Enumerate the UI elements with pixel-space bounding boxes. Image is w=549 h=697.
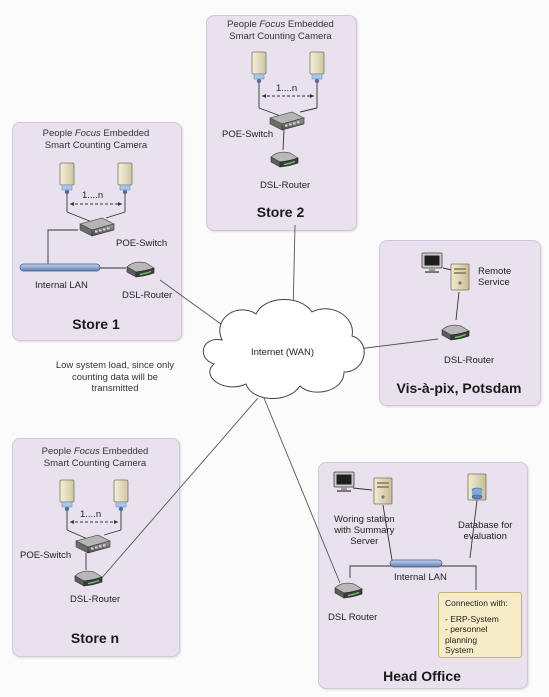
- store2-caption: People Focus Embedded Smart Counting Cam…: [206, 19, 355, 43]
- note-line: System: [445, 645, 474, 655]
- poe-switch-icon: [269, 111, 305, 131]
- caption-focus: Focus: [73, 446, 100, 457]
- label-text: Server: [350, 536, 379, 547]
- label-text: evaluation: [463, 531, 507, 542]
- vis-title: Vis-à-pix, Potsdam: [396, 380, 522, 396]
- store2-range-label: 1....n: [276, 83, 298, 94]
- camera-icon: [309, 51, 325, 84]
- link-store1-internet: [159, 279, 233, 333]
- note-line: Connection with:: [445, 598, 508, 608]
- note-line: Low system load, since only: [55, 360, 175, 371]
- system-load-note: Low system load, since only counting dat…: [40, 360, 190, 395]
- caption-text: People: [227, 19, 260, 30]
- camera-icon: [113, 479, 129, 512]
- lan-bar-icon: [19, 263, 101, 272]
- label-text: Service: [478, 277, 510, 288]
- caption-focus: Focus: [259, 19, 286, 30]
- caption-focus: Focus: [74, 128, 101, 139]
- storen-switch-label: POE-Switch: [20, 550, 72, 561]
- store2-switch-label: POE-Switch: [222, 129, 274, 140]
- store2-devices: [251, 51, 325, 168]
- store1-caption: People Focus Embedded Smart Counting Cam…: [12, 128, 180, 152]
- storen-router-label: DSL-Router: [70, 594, 121, 605]
- note-line: - personnel planning: [445, 624, 488, 645]
- dsl-router-icon: [334, 582, 363, 599]
- monitor-icon: [333, 471, 355, 493]
- caption-text: Embedded: [99, 446, 149, 457]
- label-text: with Summary: [334, 525, 395, 536]
- note-line: - ERP-System: [445, 613, 499, 624]
- caption-text: Embedded: [285, 19, 334, 30]
- label-text: Woring station: [334, 514, 395, 525]
- caption-text: Smart Counting Camera: [229, 31, 332, 42]
- note-line: counting data will be: [71, 371, 159, 383]
- label-text: Database for: [458, 520, 513, 531]
- vis-devices: [421, 252, 470, 341]
- connection-note: Connection with: - ERP-System - personne…: [438, 592, 522, 658]
- label-text: Remote: [478, 266, 512, 277]
- server-icon: [450, 263, 470, 291]
- store2-title: Store 2: [256, 204, 305, 220]
- link-storen-internet: [99, 397, 259, 581]
- camera-icon: [251, 51, 267, 84]
- dsl-router-icon: [270, 151, 299, 168]
- vis-remote-label: Remote Service: [478, 266, 511, 288]
- vis-router-label: DSL-Router: [444, 355, 495, 366]
- dsl-router-icon: [126, 261, 155, 278]
- poe-switch-icon: [75, 534, 111, 554]
- head-router-label: DSL Router: [328, 612, 378, 623]
- caption-text: People: [41, 446, 74, 457]
- store2-router-label: DSL-Router: [260, 180, 311, 191]
- store1-range-label: 1....n: [82, 190, 104, 201]
- dsl-router-icon: [74, 570, 103, 587]
- database-icon: [467, 473, 487, 501]
- cloud-icon: [202, 299, 365, 399]
- storen-title: Store n: [70, 630, 120, 646]
- storen-range-label: 1....n: [80, 509, 102, 520]
- note-line: transmitted: [91, 383, 139, 394]
- server-icon: [373, 477, 393, 505]
- store1-title: Store 1: [72, 316, 120, 332]
- storen-devices: [59, 479, 129, 587]
- storen-caption: People Focus Embedded Smart Counting Cam…: [12, 446, 178, 470]
- caption-text: People: [42, 128, 75, 139]
- camera-icon: [59, 162, 75, 195]
- caption-text: Smart Counting Camera: [43, 458, 147, 469]
- head-workstation-label: Woring station with Summary Server: [334, 514, 395, 547]
- camera-icon: [117, 162, 133, 195]
- store1-devices: [19, 162, 155, 278]
- caption-text: Embedded: [100, 128, 150, 139]
- poe-switch-icon: [79, 217, 115, 237]
- caption-text: Smart Counting Camera: [44, 140, 148, 151]
- dsl-router-icon: [441, 324, 470, 341]
- link-vis-internet: [349, 338, 439, 351]
- head-database-label: Database for evaluation: [458, 520, 512, 542]
- store1-lan-label: Internal LAN: [35, 280, 88, 291]
- wan-links: [99, 224, 439, 584]
- store1-router-label: DSL-Router: [122, 290, 173, 301]
- monitor-icon: [421, 252, 443, 274]
- head-office-title: Head Office: [383, 668, 461, 684]
- link-head-internet: [263, 397, 341, 584]
- camera-icon: [59, 479, 75, 512]
- lan-bar-icon: [389, 559, 443, 568]
- store1-switch-label: POE-Switch: [116, 238, 168, 249]
- head-devices: [333, 471, 487, 599]
- internet-label: Internet (WAN): [251, 347, 314, 358]
- head-lan-label: Internal LAN: [394, 572, 447, 583]
